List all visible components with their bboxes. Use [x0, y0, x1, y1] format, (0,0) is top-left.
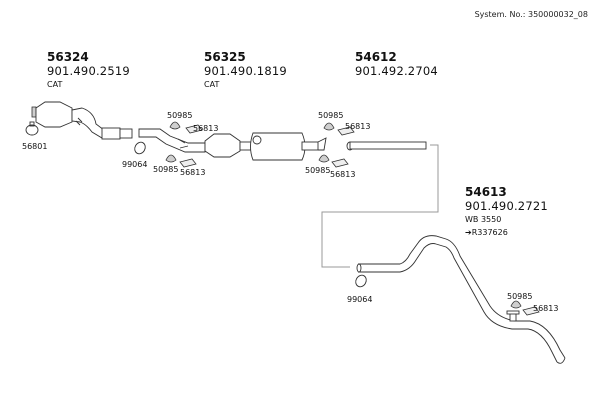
clamp-icon: [355, 274, 367, 288]
part-label: 99064: [122, 160, 148, 169]
part-label: 99064: [347, 295, 373, 304]
part-note: WB 3550: [465, 215, 502, 224]
reference-note: ➔R337626: [465, 228, 508, 237]
hanger-icon: [318, 154, 330, 163]
part-label: 56813: [180, 168, 206, 177]
part-number: 56325: [204, 50, 246, 64]
bracket-icon: [331, 158, 349, 168]
part-label: 56813: [193, 124, 219, 133]
part-label: 50985: [507, 292, 533, 301]
part-label: 50985: [305, 166, 331, 175]
article-number: 901.490.1819: [204, 64, 287, 78]
hanger-icon: [165, 154, 177, 163]
connector-line: [321, 144, 439, 268]
part-group-54612: 54612 901.492.2704: [355, 50, 438, 78]
part-group-56325: 56325 901.490.1819 CAT: [204, 50, 287, 91]
bracket-icon: [179, 158, 197, 168]
front-catalyst: [31, 101, 133, 140]
hanger-icon: [323, 122, 335, 131]
part-number: 54612: [355, 50, 397, 64]
part-label: 50985: [153, 165, 179, 174]
article-number: 901.490.2519: [47, 64, 130, 78]
part-label: 50985: [167, 111, 193, 120]
part-label: 50985: [318, 111, 344, 120]
article-number: 901.492.2704: [355, 64, 438, 78]
system-number: System. No.: 350000032_08: [474, 10, 588, 19]
hanger-icon: [169, 121, 181, 130]
middle-muffler: [250, 132, 427, 161]
part-label: 56801: [22, 142, 48, 151]
part-number: 56324: [47, 50, 89, 64]
bracket-icon: [337, 126, 355, 136]
part-label: 56813: [345, 122, 371, 131]
part-note: CAT: [204, 80, 220, 89]
part-group-54613: 54613 901.490.2721 WB 3550 ➔R337626: [465, 185, 548, 239]
clamp-icon: [25, 121, 39, 136]
clamp-icon: [134, 141, 146, 155]
part-note: CAT: [47, 80, 63, 89]
article-number: 901.490.2721: [465, 199, 548, 213]
part-group-56324: 56324 901.490.2519 CAT: [47, 50, 130, 91]
mid-catalyst: [138, 128, 255, 158]
bracket-icon: [185, 124, 203, 134]
hanger-icon: [510, 300, 522, 309]
bracket-icon: [522, 306, 540, 316]
part-number: 54613: [465, 185, 507, 199]
part-label: 56813: [533, 304, 559, 313]
part-label: 56813: [330, 170, 356, 179]
tail-pipe: [356, 235, 566, 364]
